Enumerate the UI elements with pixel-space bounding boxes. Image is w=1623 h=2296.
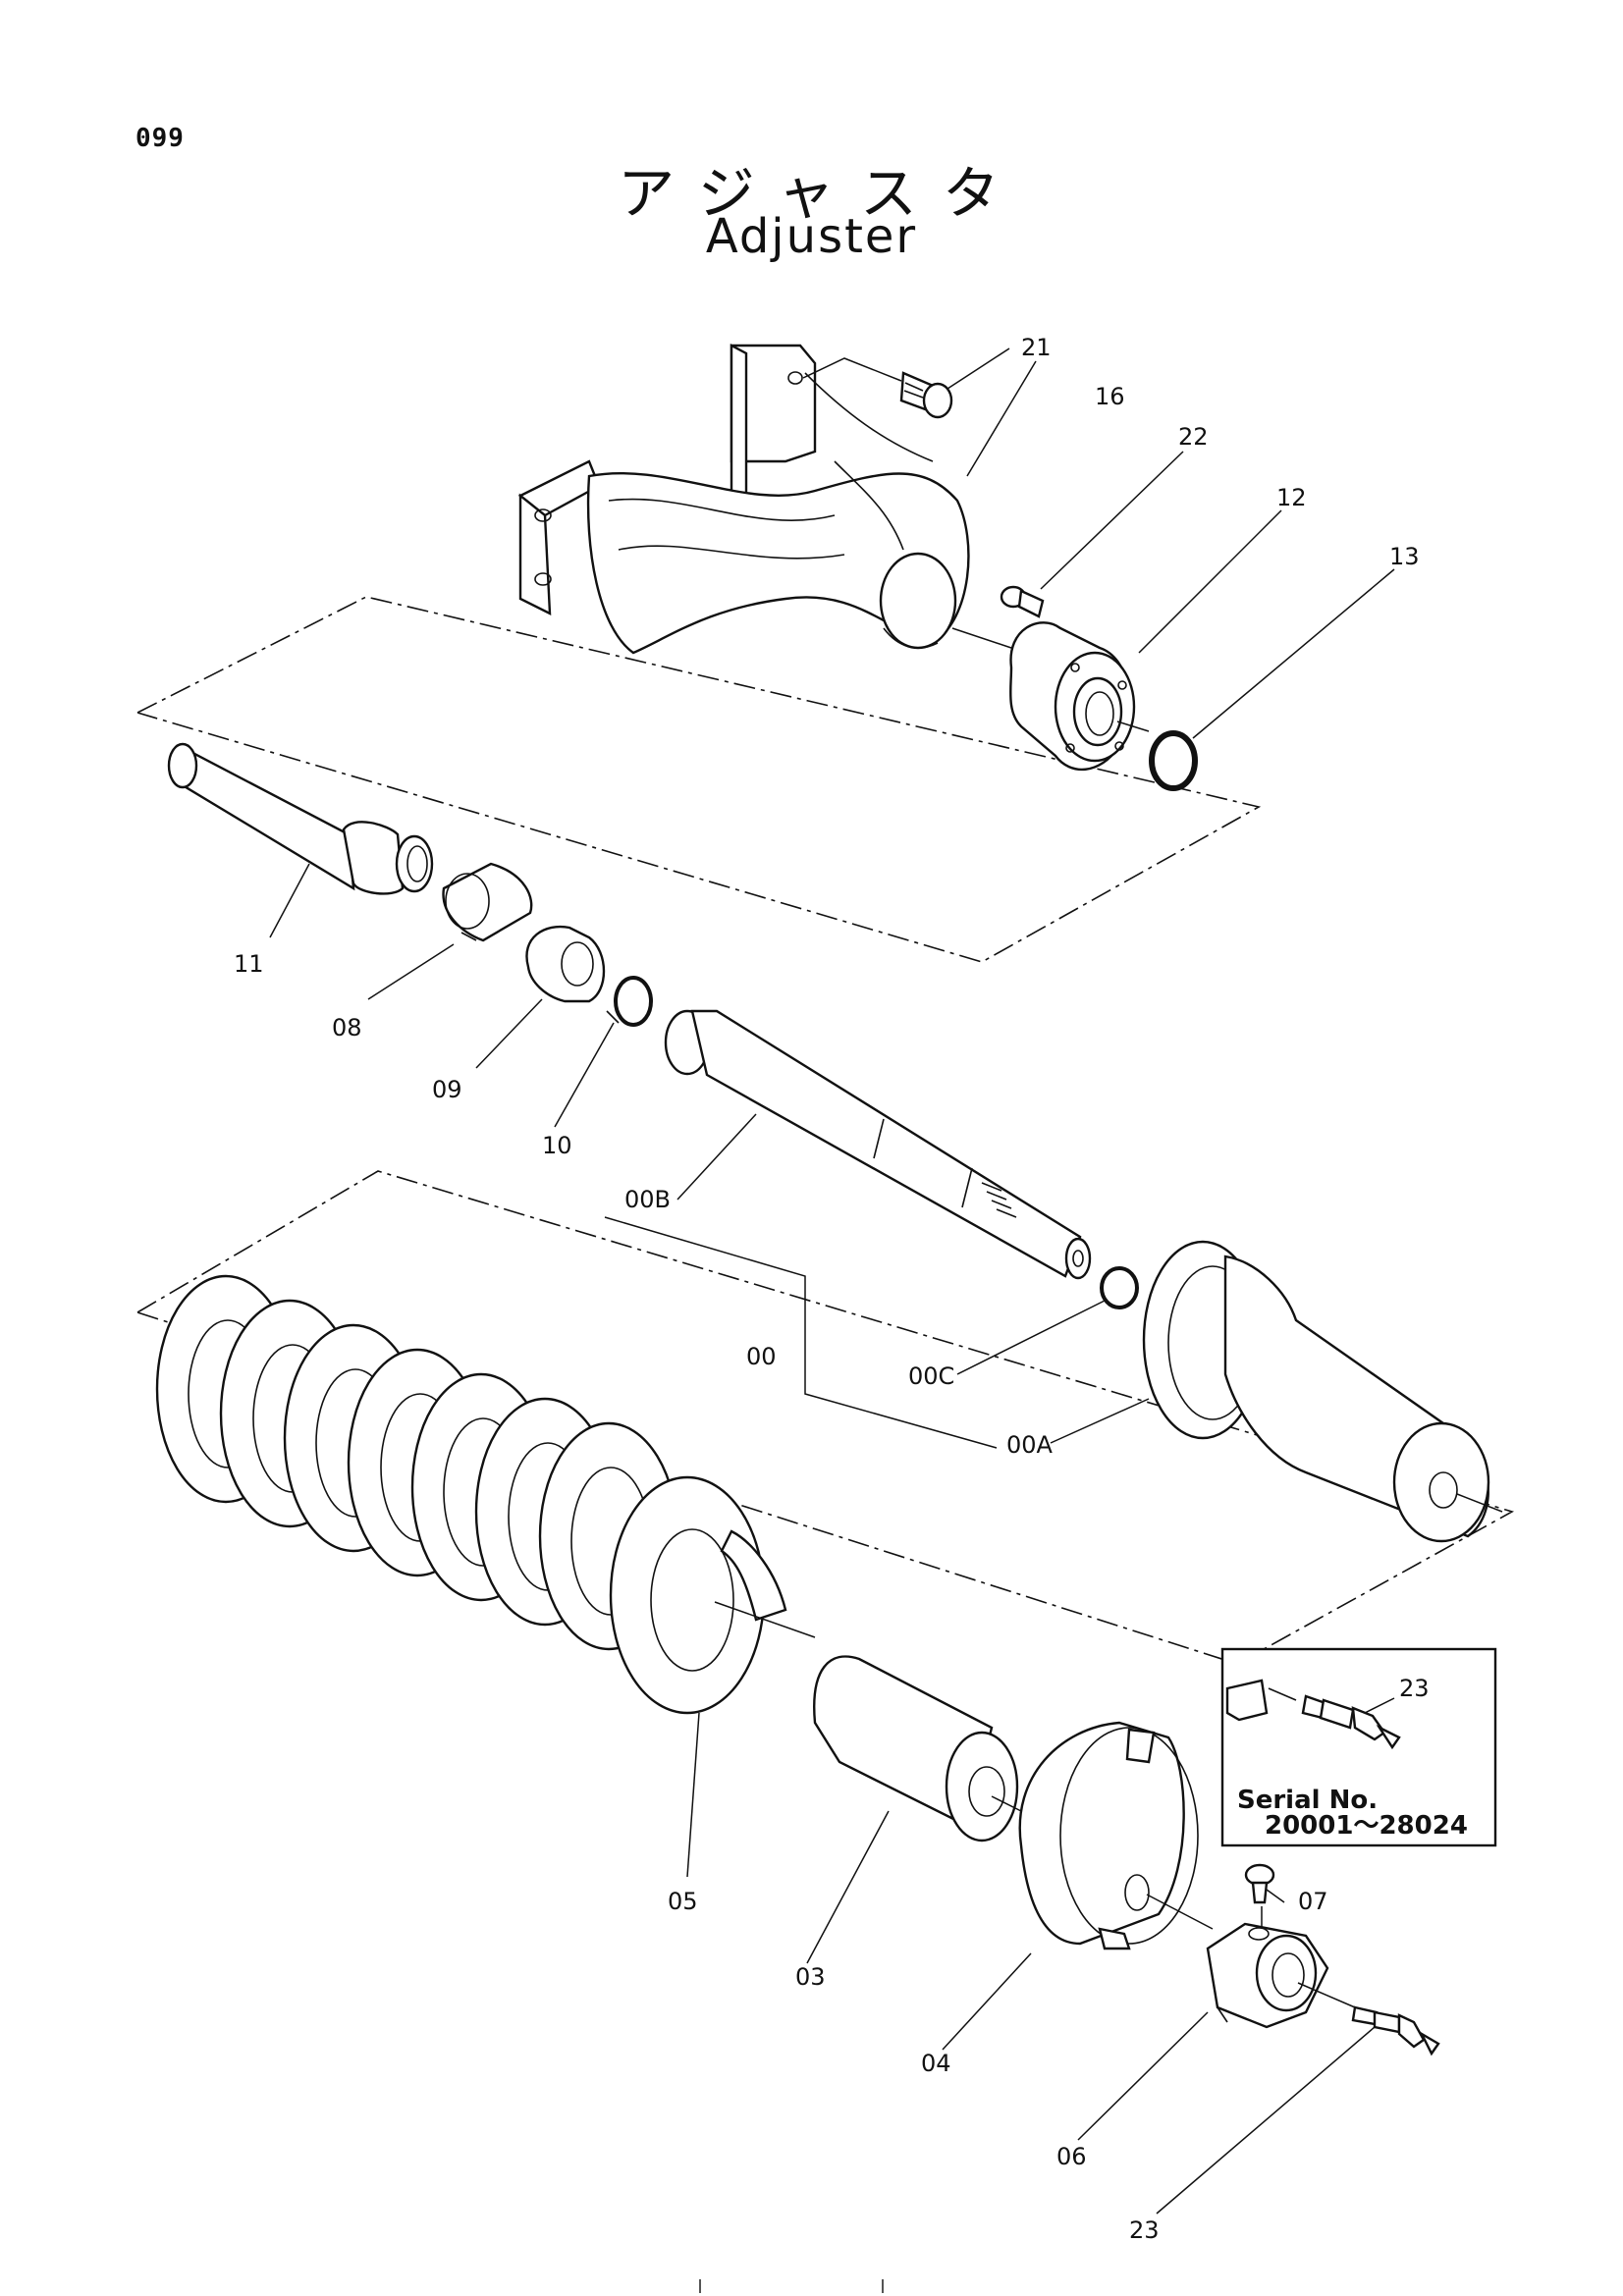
leader-21	[947, 347, 1010, 390]
lower-assembly-frame	[136, 1170, 1515, 1665]
leader-11	[269, 863, 310, 938]
bolt-22-part	[1000, 585, 1045, 618]
part-label-10: 10	[542, 1132, 572, 1159]
leader-08	[367, 943, 455, 1000]
scan-mark	[699, 2279, 701, 2293]
inset-part-label-23: 23	[1399, 1675, 1430, 1702]
grease-valve-23-part	[1351, 2005, 1440, 2056]
part-label-03: 03	[795, 1963, 826, 1991]
leader-05	[686, 1712, 700, 1878]
part-label-07: 07	[1298, 1888, 1328, 1915]
plate-04-part	[1018, 1721, 1214, 1950]
part-label-08: 08	[332, 1014, 362, 1041]
part-label-09: 09	[432, 1076, 462, 1103]
leader-23	[1156, 2026, 1376, 2215]
leader-09	[475, 998, 543, 1069]
serial-number-range: 20001〜28024	[1265, 1811, 1468, 1841]
leader-12	[1138, 509, 1282, 654]
part-label-06: 06	[1056, 2143, 1087, 2170]
flange-12-part	[951, 621, 1150, 771]
part-label-13: 13	[1389, 543, 1420, 570]
hex-block-06-part	[1206, 1922, 1356, 2029]
snap-ring-10-part	[606, 976, 653, 1027]
part-label-00c: 00C	[908, 1362, 954, 1390]
leader-00c	[956, 1300, 1106, 1375]
leader-03	[806, 1810, 890, 1964]
part-label-22: 22	[1178, 423, 1209, 451]
rod-group-bracket	[604, 1216, 998, 1449]
part-label-11: 11	[234, 950, 264, 978]
title-japanese: アジャスタ	[618, 160, 1025, 227]
cylinder-11-part	[167, 742, 434, 895]
page-number: 099	[135, 124, 185, 153]
part-label-21: 21	[1021, 334, 1052, 361]
grease-nipple-07-part	[1244, 1863, 1275, 1929]
leader-04	[942, 1952, 1032, 2051]
upper-assembly-frame	[136, 596, 1262, 963]
yoke-bracket-part	[517, 344, 970, 655]
leader-16	[966, 360, 1037, 477]
part-label-04: 04	[921, 2050, 951, 2077]
washer-09-part	[525, 925, 606, 1003]
spring-05-part	[155, 1274, 816, 1715]
part-label-23: 23	[1129, 2216, 1160, 2244]
part-label-00: 00	[746, 1343, 777, 1370]
leader-13	[1192, 568, 1395, 739]
serial-number-label: Serial No.	[1237, 1786, 1378, 1815]
sleeve-03-part	[813, 1655, 1022, 1842]
part-label-16: 16	[1095, 383, 1125, 410]
leader-00a	[1050, 1398, 1150, 1444]
part-label-00b: 00B	[624, 1186, 671, 1213]
o-ring-00c-part	[1100, 1266, 1139, 1309]
rod-00b-part	[664, 1009, 1092, 1280]
cylinder-00a-part	[1142, 1240, 1503, 1543]
ring-08-part	[442, 862, 533, 942]
snap-ring-13-part	[1149, 730, 1198, 791]
serial-variant-inset	[1220, 1647, 1497, 1847]
leader-00b	[676, 1113, 757, 1201]
part-label-12: 12	[1276, 484, 1307, 511]
part-label-05: 05	[668, 1888, 698, 1915]
leader-07	[1266, 1889, 1285, 1903]
leader-10	[554, 1022, 615, 1128]
leader-06	[1077, 2011, 1209, 2141]
leader-22	[1040, 451, 1184, 590]
title-english: Adjuster	[705, 209, 918, 264]
part-label-00a: 00A	[1006, 1431, 1054, 1459]
bolt-21-part	[802, 357, 953, 419]
scan-mark	[882, 2279, 884, 2293]
